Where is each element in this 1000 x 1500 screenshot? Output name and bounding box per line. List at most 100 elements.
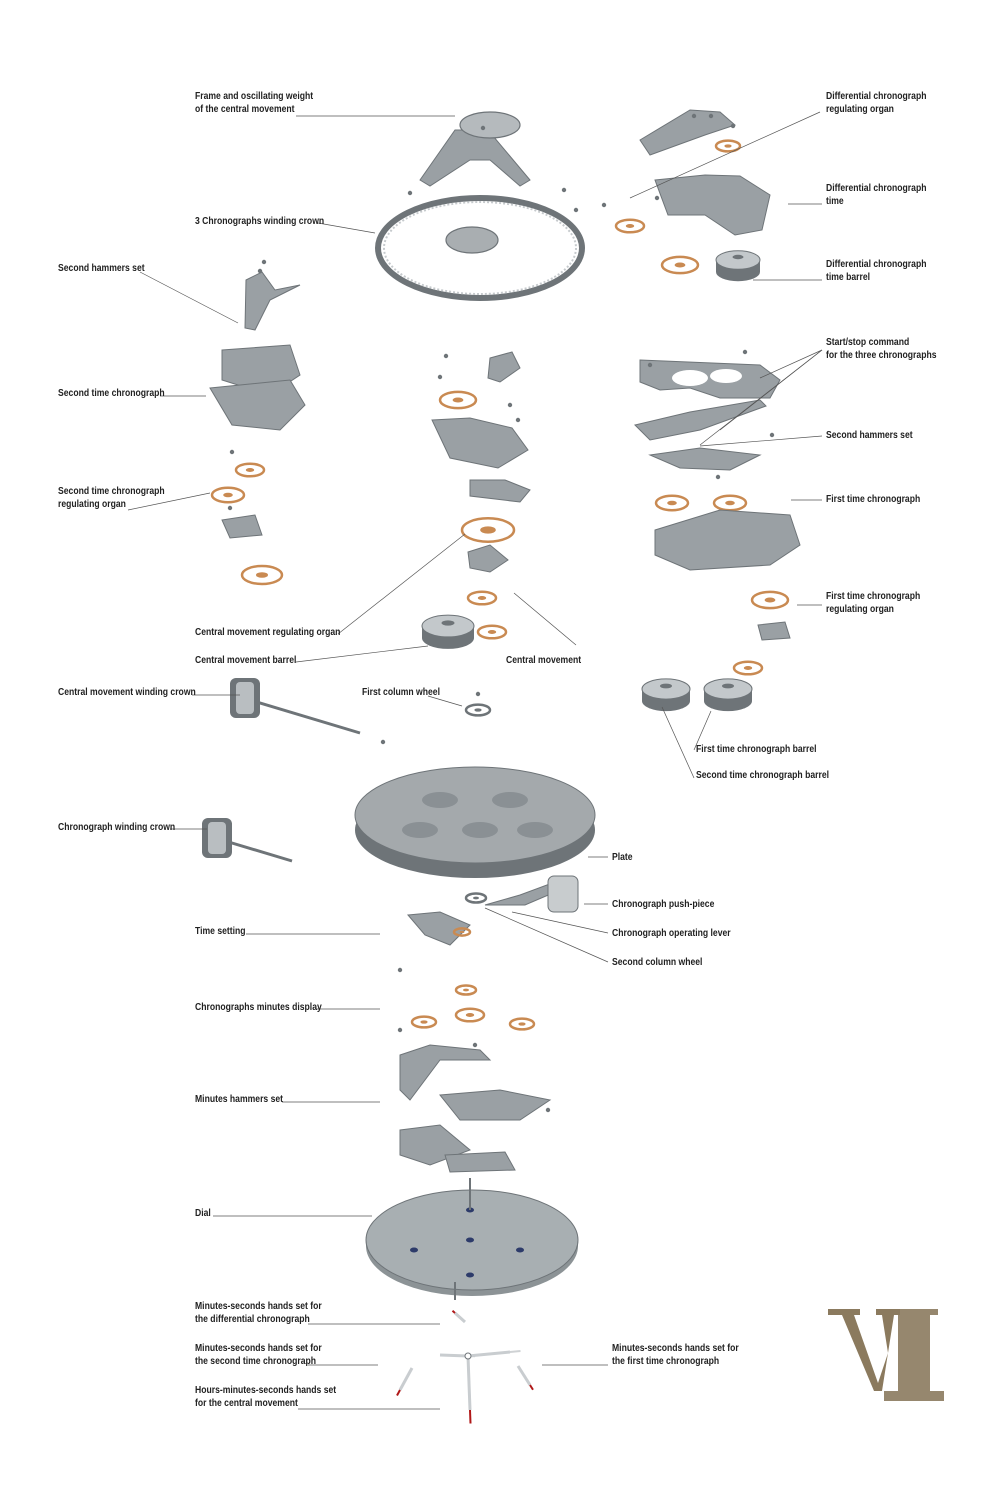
second-time-barrel-part [703, 678, 753, 712]
leader-line [661, 706, 695, 779]
label-central-movement: Central movement [506, 654, 581, 667]
leader-line [295, 645, 429, 663]
minutes-display-wheel-1 [454, 984, 478, 996]
start-stop-hole-1 [672, 370, 708, 386]
first-time-wheel-1 [654, 494, 690, 512]
label-line: the second time chronograph [195, 1355, 317, 1367]
leader-line [629, 111, 821, 199]
main-plate [354, 766, 596, 878]
label-line: Hours-minutes-seconds hands set [195, 1384, 337, 1396]
label-line: the first time chronograph [612, 1355, 720, 1367]
label-line: time barrel [826, 271, 871, 283]
differential-train [660, 255, 700, 275]
screw [480, 125, 486, 131]
minutes-hammers-part-4 [444, 1151, 516, 1173]
screw [261, 259, 267, 265]
label-dial: Dial [195, 1207, 211, 1220]
start-stop-hole-2 [710, 369, 742, 383]
label-second-time-chronograph: Second time chronograph [58, 387, 165, 400]
second-time-balance [210, 486, 246, 504]
differential-regulating-wheel [614, 218, 646, 234]
screw [229, 449, 235, 455]
screw [507, 402, 513, 408]
label-line: Plate [612, 851, 633, 863]
label-second-hammers-set-left: Second hammers set [58, 262, 145, 275]
label-line: Central movement winding crown [58, 686, 196, 698]
label-line: regulating organ [826, 103, 894, 115]
screw [573, 207, 579, 213]
winding-crown-ring [375, 195, 585, 301]
differential-bridge-top [639, 109, 736, 156]
label-line: Differential chronograph [826, 90, 927, 102]
label-line: for the three chronographs [826, 349, 937, 361]
second-time-cock [221, 514, 263, 539]
lv-logo-v [828, 1309, 900, 1391]
screw [769, 432, 775, 438]
oscillating-weight-rotor [459, 111, 521, 139]
central-train-1 [466, 590, 498, 606]
label-line: for the central movement [195, 1397, 298, 1409]
label-line: regulating organ [58, 498, 126, 510]
leader-line [139, 271, 239, 324]
label-line: Central movement regulating organ [195, 626, 341, 638]
time-setting-wheel [452, 927, 472, 937]
label-first-time-chronograph-barrel: First time chronograph barrel [696, 743, 817, 756]
minutes-display-wheel-4 [508, 1017, 536, 1031]
leader-line [699, 349, 823, 446]
label-line: Minutes hammers set [195, 1093, 284, 1105]
central-barrel-part [421, 614, 475, 649]
second-hammers-right-part [648, 447, 762, 471]
label-line: First time chronograph [826, 493, 921, 505]
label-line: First time chronograph [826, 590, 921, 602]
label-line: Second time chronograph barrel [696, 769, 830, 781]
screw [654, 195, 660, 201]
differential-gear [714, 139, 742, 153]
label-line: Frame and oscillating weight [195, 90, 314, 102]
label-line: Second column wheel [612, 956, 703, 968]
label-line: Chronograph operating lever [612, 927, 731, 939]
winding-wheel-hub [445, 226, 499, 254]
label-chronograph-operating-lever: Chronograph operating lever [612, 927, 731, 940]
label-line: Dial [195, 1207, 211, 1219]
first-time-balance [750, 590, 790, 610]
hands-first-time-part [516, 1365, 534, 1391]
dial-part [365, 1189, 579, 1296]
label-second-time-chronograph-barrel: Second time chronograph barrel [696, 769, 829, 782]
start-stop-plate [639, 359, 781, 399]
label-line: Second hammers set [826, 429, 913, 441]
lv-logo [828, 1309, 944, 1401]
label-line: Time setting [195, 925, 246, 937]
label-line: 3 Chronographs winding crown [195, 215, 325, 227]
label-time-setting: Time setting [195, 925, 246, 938]
central-train-2 [476, 624, 508, 640]
label-line: regulating organ [826, 603, 894, 615]
screw [715, 474, 721, 480]
first-time-bridge [654, 509, 801, 571]
screw [708, 113, 714, 119]
screw [561, 187, 567, 193]
leader-line [511, 911, 609, 934]
minutes-display-wheel-3 [410, 1015, 438, 1029]
label-line: First time chronograph barrel [696, 743, 817, 755]
hands-center-cannon [464, 1352, 472, 1360]
hands-central-second [466, 1355, 472, 1424]
label-line: Minutes-seconds hands set for [612, 1342, 739, 1354]
leader-line [693, 710, 712, 751]
leader-line [427, 695, 463, 707]
label-chronograph-winding-crown: Chronograph winding crown [58, 821, 175, 834]
center-bridge-small [487, 351, 521, 383]
label-plate: Plate [612, 851, 633, 864]
screw [397, 967, 403, 973]
screw [380, 739, 386, 745]
label-first-column-wheel: First column wheel [362, 686, 440, 699]
central-balance-cock [467, 544, 509, 573]
label-line: Differential chronograph [826, 258, 927, 270]
